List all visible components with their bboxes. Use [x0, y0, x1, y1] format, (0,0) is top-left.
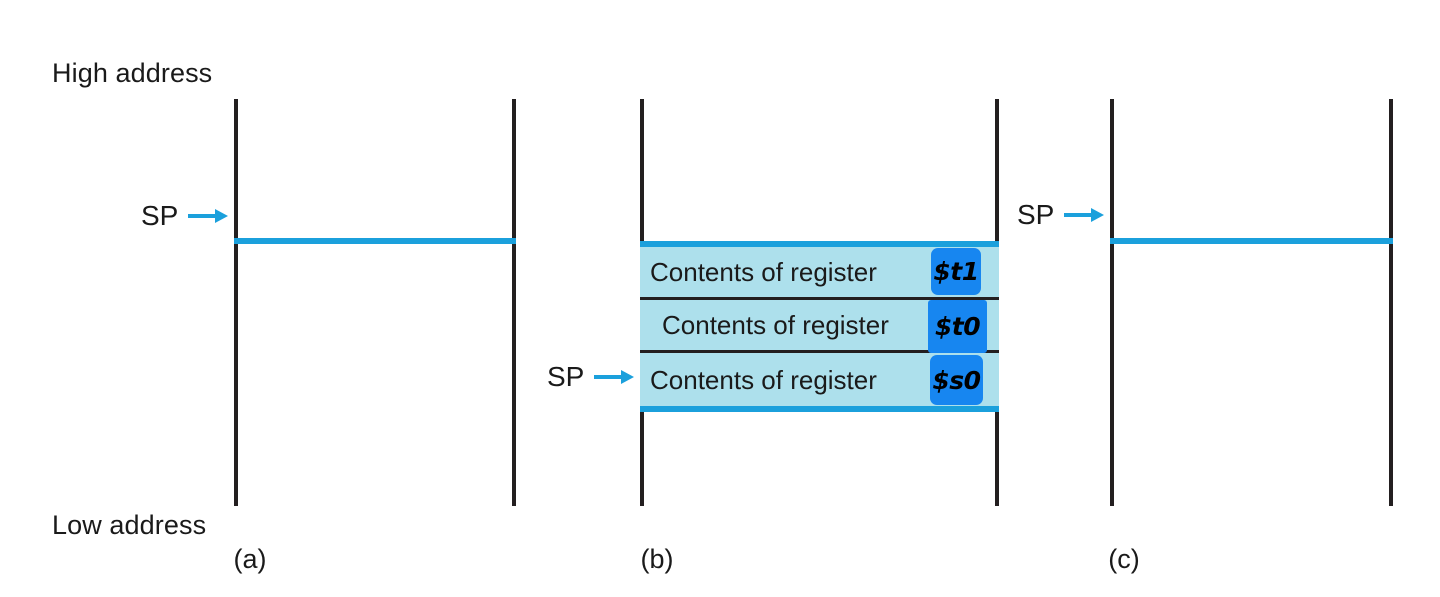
panel-c-sp-arrow-icon	[1064, 208, 1105, 222]
stack-row: Contents of register $t1	[640, 247, 999, 300]
panel-a-sp-label: SP	[141, 200, 179, 231]
panel-c-right-wall	[1389, 99, 1393, 506]
panel-c-caption: (c)	[1108, 544, 1140, 574]
register-annotation-chip: $s0	[930, 355, 983, 405]
panel-a-sp-level-line	[234, 238, 516, 244]
panel-b-sp-label: SP	[547, 361, 585, 392]
panel-a-left-wall	[234, 99, 238, 506]
stack-row-label: Contents of register	[662, 310, 889, 340]
stack-row: Contents of register $t0	[640, 300, 999, 353]
panel-a-caption: (a)	[233, 544, 267, 574]
panel-c-sp-label: SP	[1017, 199, 1055, 230]
register-annotation-chip: $t0	[928, 300, 987, 353]
panel-a-sp-arrow-icon	[188, 209, 229, 223]
register-annotation-chip: $t1	[931, 248, 981, 295]
high-address-label: High address	[52, 58, 213, 88]
panel-c-sp-pointer: SP	[1017, 198, 1105, 232]
panel-b-sp-arrow-icon	[594, 370, 635, 384]
panel-c-left-wall	[1110, 99, 1114, 506]
stack-row-label: Contents of register	[650, 364, 877, 395]
panel-a-sp-pointer: SP	[141, 199, 229, 233]
panel-b-saved-registers-block: Contents of register $t1 Contents of reg…	[640, 241, 999, 412]
panel-b-sp-pointer: SP	[547, 360, 635, 394]
panel-c-sp-level-line	[1110, 238, 1393, 244]
stack-row: Contents of register $s0	[640, 353, 999, 406]
stack-row-label: Contents of register	[650, 257, 877, 287]
panel-b-caption: (b)	[640, 544, 674, 574]
low-address-label: Low address	[52, 510, 207, 540]
panel-a-right-wall	[512, 99, 516, 506]
